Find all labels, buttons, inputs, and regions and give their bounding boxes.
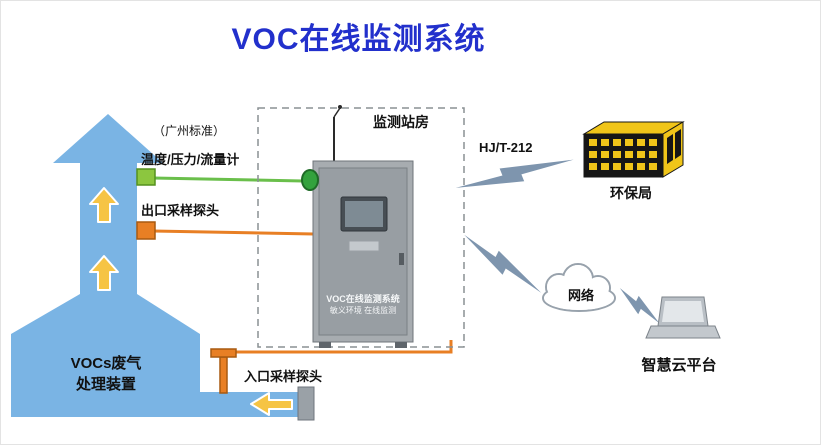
inlet-probe-stem (219, 356, 228, 394)
stack-arrowhead (53, 114, 163, 163)
label-inlet-sampling-probe: 入口采样探头 (244, 369, 323, 384)
page-title: VOC在线监测系统 (231, 23, 486, 56)
sample-inlet-port (301, 169, 319, 191)
cabinet-handle (399, 253, 404, 265)
outlet-probe-fitting (136, 221, 156, 240)
label-temp-pressure-flow-meter: 温度/压力/流量计 (141, 152, 240, 167)
epa-building-icon (582, 121, 685, 178)
temp-sensor-line (152, 176, 304, 183)
wireless-links (455, 159, 660, 324)
label-treatment-device: VOCs废气 处理装置 (11, 353, 201, 395)
network-cloud-icon (542, 263, 616, 312)
label-monitoring-station: 监测站房 (373, 114, 429, 130)
label-treatment-device-line2: 处理装置 (75, 376, 136, 393)
treatment-device-box (11, 334, 200, 417)
cloud-platform-laptop-icon (645, 296, 721, 339)
label-network: 网络 (567, 288, 594, 303)
label-cloud-platform: 智慧云平台 (641, 357, 717, 374)
stack-hood (11, 294, 200, 334)
outlet-probe-line (152, 229, 315, 236)
wireless-link-icon-network (464, 234, 542, 293)
flow-left-arrow (250, 392, 293, 416)
station-dashed-box (257, 107, 465, 348)
inlet-probe-cap (210, 348, 237, 358)
cabinet-label-line1: VOC在线监测系统 (326, 294, 400, 304)
gas-flow-arrows (89, 187, 293, 416)
exhaust-stack-icon (11, 114, 200, 417)
cabinet-panel (348, 240, 380, 252)
label-protocol-hjt212: HJ/T-212 (479, 140, 533, 155)
label-epa-bureau: 环保局 (610, 185, 652, 201)
wireless-link-icon-laptop (619, 287, 660, 324)
sampling-lines (136, 168, 453, 394)
label-treatment-device-line1: VOCs废气 (70, 355, 142, 372)
wireless-link-icon-epa (455, 159, 574, 188)
monitoring-cabinet-icon (301, 105, 414, 348)
pipe-end-cap (297, 386, 315, 421)
label-guangzhou-standard: （广州标准） (153, 124, 226, 138)
cabinet-label-line2: 敏义环境 在线监测 (329, 306, 397, 315)
temp-sensor-fitting (136, 168, 156, 186)
label-outlet-sampling-probe: 出口采样探头 (141, 203, 220, 218)
flow-up-arrow-2 (89, 255, 119, 291)
flow-up-arrow-1 (89, 187, 119, 223)
inlet-probe-line (233, 340, 453, 354)
building-windows (589, 129, 681, 170)
